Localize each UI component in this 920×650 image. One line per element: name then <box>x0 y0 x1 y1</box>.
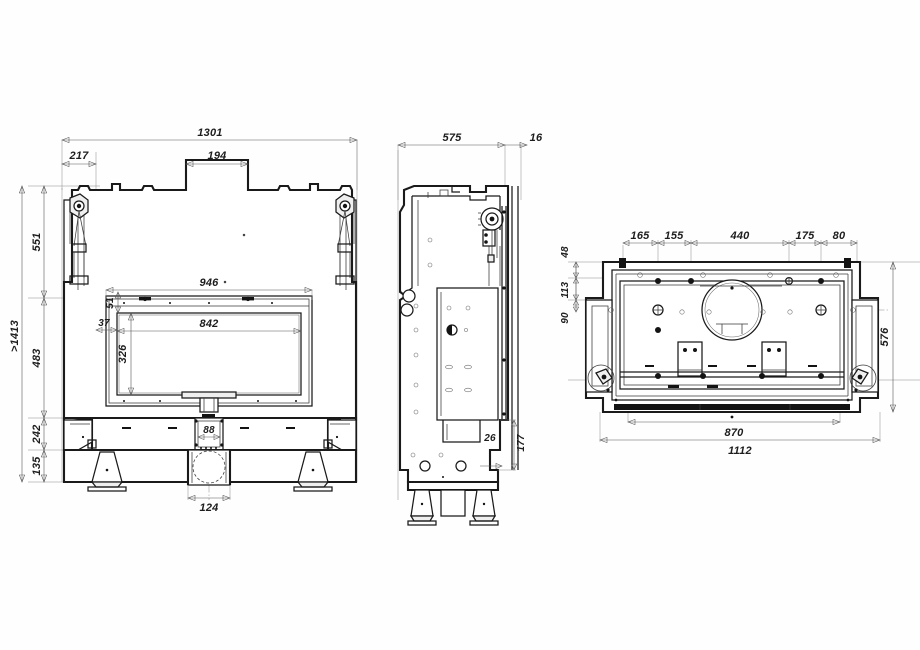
dim-front-base-height: 242 <box>31 425 43 445</box>
side-legs <box>406 480 500 526</box>
dim-front-overall-height: >1413 <box>9 320 21 352</box>
dim-plan-depth: 576 <box>879 327 891 347</box>
dim-front-left-offset: 217 <box>69 150 90 162</box>
front-hinge-left <box>69 193 89 285</box>
front-interior-marks <box>223 233 246 284</box>
plan-view: 165 155 440 175 80 48 113 90 <box>560 230 920 457</box>
front-hinge-right <box>335 193 355 285</box>
dim-plan-g: 113 <box>560 281 571 298</box>
plan-dimensions: 165 155 440 175 80 48 113 90 <box>560 230 897 457</box>
dim-front-overall-width: 1301 <box>197 127 222 139</box>
dim-front-glass-width: 842 <box>200 318 219 330</box>
dim-front-frame-top: 51 <box>105 297 116 309</box>
side-view: 575 16 26 177 <box>397 132 543 526</box>
dim-side-foot-offset: 26 <box>483 433 496 444</box>
dim-plan-h: 90 <box>560 312 571 324</box>
dim-front-door-width: 946 <box>200 277 220 289</box>
dim-front-glass-height: 326 <box>117 344 129 364</box>
dim-plan-f: 48 <box>560 246 571 259</box>
dim-front-duct-width: 124 <box>200 502 219 514</box>
front-door-assembly <box>105 295 313 413</box>
side-body-outline <box>398 184 510 484</box>
dim-front-flue-width: 194 <box>208 150 227 162</box>
dim-front-upper-height: 551 <box>31 233 43 252</box>
dim-front-leg-height: 135 <box>31 456 43 476</box>
dim-plan-c: 440 <box>730 230 751 242</box>
side-pulley-mechanism <box>478 207 504 286</box>
plan-slots <box>645 365 817 388</box>
dim-plan-inner-width: 870 <box>725 427 745 439</box>
dim-side-base-depth: 177 <box>516 434 527 452</box>
base-slots <box>122 427 295 429</box>
front-legs <box>62 448 358 492</box>
door-rail-studs <box>139 296 254 302</box>
front-base <box>62 414 358 452</box>
front-ash-pan <box>194 414 224 451</box>
side-wall-holes <box>413 237 433 415</box>
dim-front-frame-side: 37 <box>98 318 110 329</box>
dim-front-ashpan-width: 88 <box>203 425 215 436</box>
side-dimensions: 575 16 26 177 <box>397 132 543 471</box>
side-channel-pins <box>502 210 506 416</box>
dim-plan-b: 155 <box>665 230 685 242</box>
front-dimensions: 1301 217 194 551 483 242 135 <box>9 127 358 514</box>
side-construction-lines <box>397 145 522 500</box>
dim-plan-d: 175 <box>796 230 816 242</box>
dim-front-door-height: 483 <box>31 349 43 369</box>
side-fasteners <box>445 305 472 393</box>
plan-internal-fixtures <box>614 272 850 419</box>
dim-side-depth: 575 <box>443 132 463 144</box>
plan-flue-circle <box>701 279 763 341</box>
plan-side-wings <box>585 299 879 393</box>
plan-top-fixings <box>637 272 839 287</box>
dim-side-rear-gap: 16 <box>530 132 543 144</box>
front-view: 1301 217 194 551 483 242 135 <box>9 127 358 514</box>
dim-plan-a: 165 <box>631 230 651 242</box>
dim-plan-e: 80 <box>833 230 846 242</box>
dim-plan-outer-width: 1112 <box>728 445 752 457</box>
